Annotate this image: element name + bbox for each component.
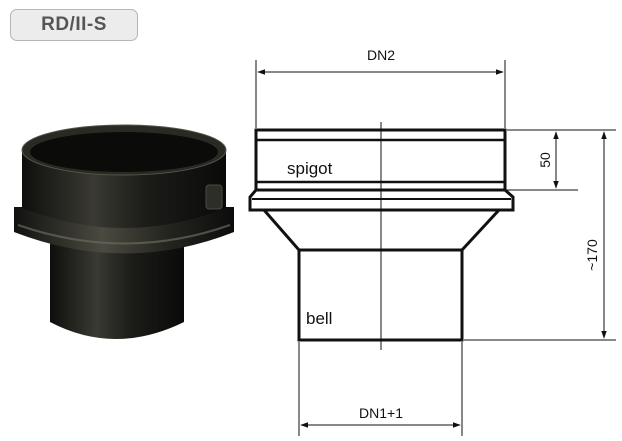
technical-drawing xyxy=(248,122,515,350)
product-render xyxy=(14,124,234,339)
dn2-label: DN2 xyxy=(367,47,395,63)
product-clip xyxy=(205,184,223,210)
cone-outline xyxy=(262,208,501,252)
product-collar-highlight xyxy=(17,224,231,245)
dn1-label: DN1+1 xyxy=(359,405,403,421)
bell-outline xyxy=(297,248,464,342)
dimension-lines xyxy=(255,60,616,436)
product-bottom-pipe xyxy=(50,240,184,339)
product-code-badge: RD/II-S xyxy=(10,9,138,41)
spigot-label: spigot xyxy=(287,159,333,178)
product-top-opening xyxy=(30,132,218,172)
bell-label: bell xyxy=(306,309,332,328)
total-height-label: ~170 xyxy=(584,239,600,271)
spigot-height-label: 50 xyxy=(537,152,553,168)
